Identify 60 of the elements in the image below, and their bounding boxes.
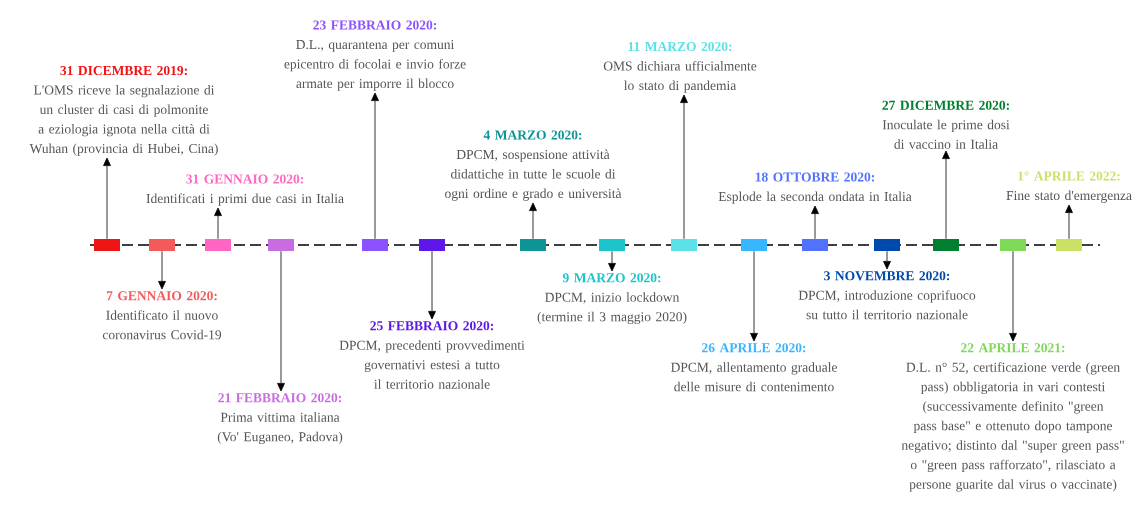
date-heading: 18 OTTOBRE 2020: [755, 172, 875, 182]
timeline-marker [205, 239, 231, 251]
arrow [158, 250, 166, 290]
event-description: Fine stato d'emergenza [1006, 190, 1132, 203]
timeline-marker [933, 239, 959, 251]
date-heading: 23 FEBBRAIO 2020: [313, 20, 437, 30]
timeline-marker [874, 239, 900, 251]
date-heading: 7 GENNAIO 2020: [106, 291, 217, 301]
event-description: D.L. n° 52, certificazione verde (green pass) obbligatoria in vari contesti (successivamente definito "green pass base" e ottenuto dopo tampone negativo; distinto dal "super green pass" o "green pass rafforzato", rilasciato a persone guarite dal virus o vaccinate) [901, 362, 1124, 492]
arrow [942, 150, 950, 240]
timeline-marker [671, 239, 697, 251]
date-heading: 1° APRILE 2022: [1018, 171, 1120, 181]
timeline-marker [1000, 239, 1026, 251]
date-heading: 27 DICEMBRE 2020: [882, 100, 1009, 110]
timeline-marker [741, 239, 767, 251]
arrow [277, 250, 285, 392]
date-heading: 11 MARZO 2020: [628, 41, 732, 52]
arrow [811, 205, 819, 240]
event-description: DPCM, sospensione attività didattiche in tutte le scuole di ogni ordine e grado e università [445, 149, 622, 201]
event-description: Inoculate le prime dosi di vaccino in Italia [882, 119, 1010, 149]
arrow [529, 202, 537, 240]
event-description: Prima vittima italiana (Vo' Euganeo, Padova) [217, 412, 343, 445]
date-heading: 21 FEBBRAIO 2020: [218, 393, 342, 403]
arrow [371, 92, 379, 240]
arrow [1065, 204, 1073, 240]
event-description: OMS dichiara ufficialmente lo stato di pandemia [603, 60, 757, 93]
arrow [214, 207, 222, 240]
event-description: DPCM, allentamento graduale delle misure di contenimento [671, 362, 837, 392]
arrow [883, 250, 891, 270]
date-heading: 31 GENNAIO 2020: [186, 174, 304, 184]
event-description: D.L., quarantena per comuni epicentro di focolai e invio forze armate per imporre il blocco [284, 40, 466, 91]
date-heading: 25 FEBBRAIO 2020: [370, 321, 494, 331]
arrow [428, 250, 436, 320]
event-description: DPCM, introduzione coprifuoco su tutto il territorio nazionale [798, 290, 976, 320]
arrow [750, 250, 758, 342]
date-heading: 31 DICEMBRE 2019: [60, 65, 187, 76]
event-description: DPCM, inizio lockdown (termine il 3 maggio 2020) [537, 292, 687, 325]
timeline-marker [599, 239, 625, 251]
timeline-marker [268, 239, 294, 251]
date-heading: 22 APRILE 2021: [961, 343, 1065, 353]
timeline-marker [362, 239, 388, 251]
event-description: Identificato il nuovo coronavirus Covid-19 [102, 310, 222, 340]
date-heading: 3 NOVEMBRE 2020: [824, 271, 950, 281]
timeline-marker [1056, 239, 1082, 251]
timeline-marker [149, 239, 175, 251]
event-description: L'OMS riceve la segnalazione di un cluster di casi di polmonite a eziologia ignota nella città di Wuhan (provincia di Hubei, Cina) [29, 85, 218, 156]
arrow [680, 94, 688, 240]
arrow [608, 250, 616, 272]
timeline-marker [520, 239, 546, 251]
event-description: DPCM, precedenti provvedimenti governativi estesi a tutto il territorio nazionale [339, 340, 525, 389]
timeline-marker [802, 239, 828, 251]
timeline-marker [94, 239, 120, 251]
date-heading: 9 MARZO 2020: [562, 273, 661, 283]
arrow [103, 157, 111, 240]
arrow [1009, 250, 1017, 342]
date-heading: 4 MARZO 2020: [483, 130, 582, 140]
timeline-marker [419, 239, 445, 251]
event-description: Identificati i primi due casi in Italia [146, 193, 344, 206]
date-heading: 26 APRILE 2020: [702, 343, 806, 353]
event-description: Esplode la seconda ondata in Italia [718, 191, 912, 204]
